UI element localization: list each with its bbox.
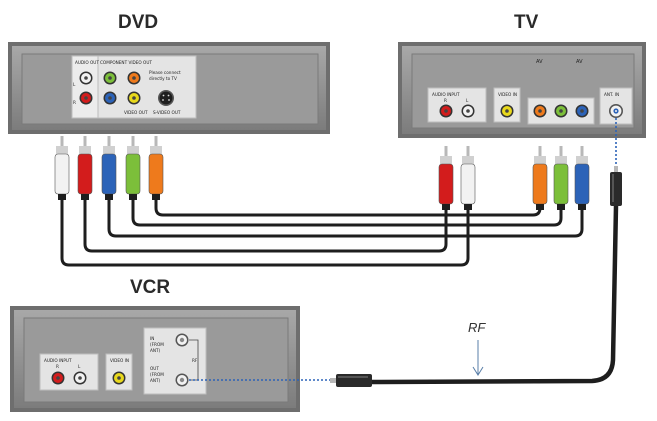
tv-coax-plug[interactable] xyxy=(610,166,622,206)
vcr-rf-small-label: RF xyxy=(192,358,198,363)
dvd-white-plug[interactable] xyxy=(54,136,70,200)
vcr-audio-l-label: L xyxy=(78,364,81,369)
dvd-blue-plug[interactable] xyxy=(101,136,117,200)
dvd-red-plug[interactable] xyxy=(77,136,93,200)
dvd-connector-panel: AUDIO OUT COMPONENT VIDEO OUT L R VIDEO … xyxy=(71,55,197,119)
green-component-cable xyxy=(131,196,563,227)
vcr-title: VCR xyxy=(130,277,170,298)
tv-red-plug[interactable] xyxy=(438,146,454,210)
dvd-component-orange-jack[interactable] xyxy=(127,71,141,85)
vcr-audio-right-jack[interactable] xyxy=(51,371,65,385)
vcr-audio-r-label: R xyxy=(56,364,59,369)
dvd-audio-out-label: AUDIO OUT xyxy=(75,60,99,65)
vcr-video-in-label: VIDEO IN xyxy=(110,358,129,363)
tv-blue-plug[interactable] xyxy=(574,146,590,210)
dvd-green-plug[interactable] xyxy=(125,136,141,200)
white-audio-cable xyxy=(60,196,470,267)
tv-audio-right-jack[interactable] xyxy=(439,104,453,118)
tv-audio-r-label: R xyxy=(444,98,447,103)
vcr-in-line3: ANT) xyxy=(150,348,161,353)
vcr-in-line1: IN xyxy=(150,336,154,341)
tv-audio-l-label: L xyxy=(466,98,469,103)
blue-component-cable xyxy=(107,196,584,238)
vcr-out-line3: ANT) xyxy=(150,378,161,383)
red-audio-cable xyxy=(83,196,448,253)
vcr-audio-left-jack[interactable] xyxy=(73,371,87,385)
rf-annotation-label: RF xyxy=(468,320,486,335)
rf-coax-cable xyxy=(371,205,619,385)
dvd-video-out-label: VIDEO OUT xyxy=(124,110,148,115)
vcr-video-in-jack[interactable] xyxy=(112,371,126,385)
dvd-left-label: L xyxy=(73,82,76,87)
tv-audio-input-label: AUDIO INPUT xyxy=(432,92,460,97)
vcr-out-line1: OUT xyxy=(150,366,159,371)
tv-av-label-1: AV xyxy=(536,59,543,65)
tv-component-green-jack[interactable] xyxy=(554,104,568,118)
tv-green-plug[interactable] xyxy=(553,146,569,210)
tv-ant-in-label: ANT. IN xyxy=(604,92,619,97)
cable-wires xyxy=(60,196,619,385)
dvd-note-line1: Please connect xyxy=(149,70,181,75)
tv-component-orange-jack[interactable] xyxy=(533,104,547,118)
dvd-audio-right-jack[interactable] xyxy=(79,91,93,105)
dvd-s-video-jack[interactable] xyxy=(158,90,174,106)
orange-component-cable xyxy=(154,196,542,217)
dvd-title: DVD xyxy=(118,12,158,33)
dvd-orange-plug[interactable] xyxy=(148,136,164,200)
vcr-out-line2: (FROM xyxy=(150,372,164,377)
dvd-note-line2: directly to TV xyxy=(149,76,177,81)
tv-ant-in-jack[interactable] xyxy=(609,104,623,118)
tv-white-plug[interactable] xyxy=(460,146,476,210)
vcr-audio-input-label: AUDIO INPUT xyxy=(44,358,72,363)
dvd-video-out-jack[interactable] xyxy=(127,91,141,105)
dvd-right-label: R xyxy=(73,100,76,105)
tv-connector-panel: AV AV AUDIO INPUT R L VIDEO IN ANT. IN xyxy=(427,59,633,125)
tv-title: TV xyxy=(514,12,539,33)
vcr-connector-panel: AUDIO INPUT R L VIDEO IN IN (FROM ANT) O… xyxy=(39,327,207,395)
dvd-s-video-label: S-VIDEO OUT xyxy=(153,110,181,115)
dvd-audio-left-jack[interactable] xyxy=(79,71,93,85)
dvd-component-label: COMPONENT VIDEO OUT xyxy=(100,60,152,65)
tv-video-in-jack[interactable] xyxy=(500,104,514,118)
tv-video-in-label: VIDEO IN xyxy=(498,92,517,97)
vcr-device xyxy=(10,306,300,412)
tv-orange-plug[interactable] xyxy=(532,146,548,210)
tv-audio-left-jack[interactable] xyxy=(461,104,475,118)
vcr-rf-in-jack[interactable] xyxy=(175,333,189,347)
tv-av-label-2: AV xyxy=(576,59,583,65)
dvd-component-blue-jack[interactable] xyxy=(103,91,117,105)
vcr-coax-plug[interactable] xyxy=(330,374,372,387)
tv-component-blue-jack[interactable] xyxy=(575,104,589,118)
vcr-rf-out-jack[interactable] xyxy=(175,373,189,387)
vcr-in-line2: (FROM xyxy=(150,342,164,347)
dvd-component-green-jack[interactable] xyxy=(103,71,117,85)
rf-arrow-icon xyxy=(472,340,484,376)
